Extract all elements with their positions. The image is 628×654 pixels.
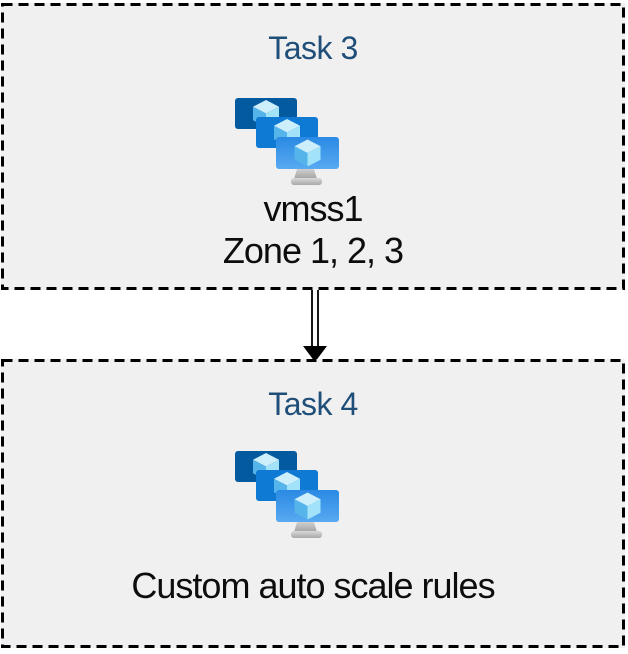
task4-label-rules: Custom auto scale rules [131,565,495,606]
task3-title: Task 3 [268,30,358,66]
vm-scale-sets-icon [235,98,339,185]
task4-title: Task 4 [268,386,358,422]
vm-scale-sets-icon [235,451,339,538]
down-arrow-connector [303,290,327,362]
task4-box: Task 4 [1,359,625,648]
task3-label-zones: Zone 1, 2, 3 [222,230,404,271]
task3-label-vmss: vmss1 [263,188,363,229]
task3-box: Task 3 [1,3,625,290]
